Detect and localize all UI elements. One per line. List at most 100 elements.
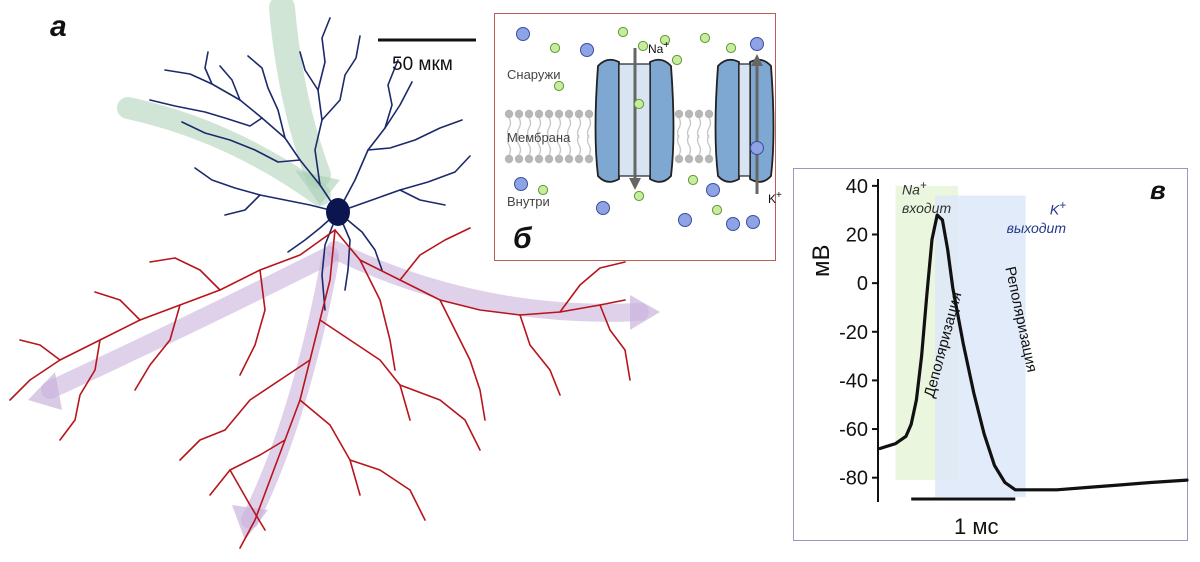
lipid-head xyxy=(574,154,584,164)
lipid-tail xyxy=(516,134,522,156)
sodium-ion-label: Na+ xyxy=(648,40,669,56)
lipid-tail xyxy=(696,134,702,156)
lipid-head xyxy=(504,109,514,119)
up-arrowhead-icon xyxy=(751,54,763,66)
y-tick-label: 20 xyxy=(846,225,868,247)
lipid-tail xyxy=(586,117,592,139)
potassium-ion-icon xyxy=(706,183,720,197)
lipid-tail xyxy=(536,134,542,156)
sodium-ion-icon xyxy=(725,42,737,54)
panel-letter-b: б xyxy=(513,222,532,255)
potassium-ion-icon xyxy=(580,43,594,57)
potassium-ion-icon xyxy=(516,27,530,41)
y-tick-label: -60 xyxy=(839,419,868,441)
lipid-head xyxy=(684,109,694,119)
potassium-ion-icon xyxy=(726,217,740,231)
potassium-ion-icon xyxy=(596,201,610,215)
lipid-tail xyxy=(526,117,532,139)
sodium-ion-icon xyxy=(671,54,683,66)
charge-plus-icon: + xyxy=(663,40,670,51)
lipid-tail xyxy=(506,134,512,156)
channel-subunit xyxy=(714,58,740,183)
channel-subunit xyxy=(594,58,620,183)
panel-letter-a: а xyxy=(50,10,67,43)
lipid-tail xyxy=(706,117,712,139)
input-arrowhead-icon xyxy=(295,170,340,205)
dendrites xyxy=(149,17,471,311)
output-flow-arrow xyxy=(241,251,339,529)
lipid-head xyxy=(674,109,684,119)
sodium-phase-label: Na+ входит xyxy=(902,179,952,216)
sodium-ion-icon xyxy=(637,40,649,52)
lipid-head xyxy=(544,154,554,164)
lipid-head xyxy=(514,154,524,164)
potassium-symbol: K xyxy=(768,192,777,206)
potassium-ion-icon xyxy=(750,141,764,155)
ion-channel-panel: Снаружи Мембрана Внутри Na+ K+ б xyxy=(494,13,782,261)
potassium-phase-text: выходит xyxy=(1006,219,1066,236)
sodium-ion-icon xyxy=(633,190,645,202)
lipid-head xyxy=(554,154,564,164)
voltage-trace xyxy=(878,213,1189,492)
membrane-label: Мембрана xyxy=(507,130,571,145)
sodium-ion-icon xyxy=(659,34,671,46)
y-tick-label: -20 xyxy=(839,322,868,344)
soma xyxy=(326,198,350,226)
lipid-tail xyxy=(556,117,562,139)
potassium-ion-icon xyxy=(514,177,528,191)
potassium-ion-icon xyxy=(678,213,692,227)
lipid-tail xyxy=(706,134,712,156)
lipid-head xyxy=(524,154,534,164)
axon xyxy=(9,227,631,549)
y-tick-label: -80 xyxy=(839,468,868,490)
ions xyxy=(514,26,764,231)
lipid-tail xyxy=(566,134,572,156)
lipid-head xyxy=(574,109,584,119)
lipid-head xyxy=(584,109,594,119)
potassium-ion-icon xyxy=(750,37,764,51)
panel-letter-v: в xyxy=(1150,175,1166,205)
sodium-ion-icon xyxy=(633,98,645,110)
input-flow-arrow xyxy=(117,97,331,206)
charge-plus-icon: + xyxy=(776,190,782,201)
sodium-ion-icon xyxy=(687,174,699,186)
output-arrowhead-icon xyxy=(28,372,62,410)
sodium-ion-icon xyxy=(537,184,549,196)
y-tick-label: -40 xyxy=(839,370,868,392)
membrane-diagram xyxy=(504,26,775,231)
scale-bar-label: 50 мкм xyxy=(392,54,453,75)
lipid-head xyxy=(704,154,714,164)
outside-label: Снаружи xyxy=(507,67,561,82)
lipid-head xyxy=(704,109,714,119)
lipid-bilayer xyxy=(504,109,714,164)
lipid-head xyxy=(564,154,574,164)
lipid-tail xyxy=(686,117,692,139)
lipid-tail xyxy=(516,117,522,139)
lipid-head xyxy=(674,154,684,164)
lipid-tail xyxy=(676,117,682,139)
channel-subunit xyxy=(749,58,775,183)
sodium-phase-text: входит xyxy=(902,199,952,216)
neuron-illustration xyxy=(9,0,660,549)
down-arrowhead-icon xyxy=(629,178,641,190)
lipid-head xyxy=(524,109,534,119)
time-scale-label: 1 мс xyxy=(954,514,999,539)
sodium-ion-icon xyxy=(711,204,723,216)
potassium-ion-label: K+ xyxy=(768,190,782,206)
lipid-head xyxy=(514,109,524,119)
y-axis-label: мВ xyxy=(808,244,836,277)
lipid-tail xyxy=(556,134,562,156)
y-axis-label-text: мВ xyxy=(808,244,835,277)
sodium-symbol: Na xyxy=(648,42,664,56)
lipid-head xyxy=(584,154,594,164)
sodium-ion-icon xyxy=(617,26,629,38)
lipid-tail xyxy=(576,117,582,139)
lipid-head xyxy=(564,109,574,119)
inside-label: Внутри xyxy=(507,194,550,209)
lipid-head xyxy=(554,109,564,119)
lipid-tail xyxy=(676,134,682,156)
potassium-phase-band xyxy=(935,195,1026,498)
sodium-phase-ion: Na xyxy=(902,181,920,198)
input-flow-arrow xyxy=(269,0,331,188)
